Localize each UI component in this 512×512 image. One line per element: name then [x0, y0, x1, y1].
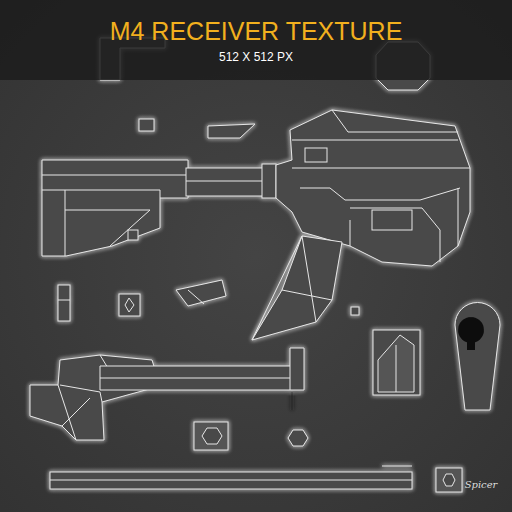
uv-island [100, 348, 304, 390]
uv-island [176, 280, 226, 306]
uv-island [455, 303, 500, 411]
uv-island [139, 119, 154, 131]
signature: Spicer [465, 479, 498, 490]
title: M4 RECEIVER TEXTURE [110, 17, 403, 46]
subtitle: 512 X 512 PX [219, 50, 293, 64]
title-band [0, 0, 512, 80]
uv-island [42, 160, 188, 256]
uv-island [208, 124, 255, 138]
uv-island [252, 236, 342, 340]
uv-islands [30, 38, 500, 492]
